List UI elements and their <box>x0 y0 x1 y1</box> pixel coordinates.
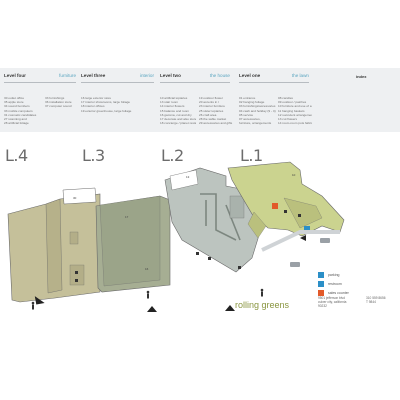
list-item: 08 candles <box>278 96 293 100</box>
list-item: 17 decorate and also store <box>160 117 196 122</box>
list-item: 18 concierge / planet restaurant <box>160 121 196 126</box>
level-4-floor[interactable]: 30 <box>7 187 101 303</box>
svg-text:30: 30 <box>73 196 77 200</box>
list-item: 12 succulent arrangements <box>278 112 312 117</box>
level-one-tag: the lawn <box>291 73 309 78</box>
divider <box>239 82 309 83</box>
list-item: 30 outlet office <box>4 96 25 100</box>
level-two-tag: the house <box>209 73 230 78</box>
store-floor-plan: 30 17 16 13 10 <box>7 161 345 312</box>
list-item: 27 scanning and <box>4 117 27 122</box>
divider <box>81 82 154 83</box>
level-three-tag: interior <box>139 73 154 78</box>
level-four-heading: Level four <box>4 73 26 78</box>
list-item: 15 balance and room <box>160 108 190 113</box>
list-item: 34 sound bombers <box>4 104 30 109</box>
divider <box>4 82 76 83</box>
list-item: 20 accents in / <box>199 100 219 105</box>
list-item: 35 apple store <box>4 100 24 105</box>
list-item: 13 stair room <box>160 100 179 105</box>
svg-text:16: 16 <box>145 267 149 271</box>
list-item: 14 room-room pots fabric <box>278 121 312 126</box>
parking-icon <box>318 272 324 278</box>
list-item: 10 artificial topiaries <box>160 96 188 100</box>
level-1-floor[interactable]: 10 <box>227 161 345 239</box>
level-three-heading: Level three <box>81 73 106 78</box>
list-item: furniture, arrangements <box>239 121 272 126</box>
legend-restroom: restroom <box>318 281 342 287</box>
list-item: 28 the sable market <box>199 117 227 122</box>
list-item: 26 craft area <box>199 112 217 117</box>
level-3-label: L.3 <box>82 146 105 165</box>
list-item: 37 computer sound <box>45 104 72 109</box>
legend-sales-counter: sales counter <box>318 290 349 296</box>
level-1-label: L.1 <box>240 146 263 165</box>
list-item: 36 installation store <box>45 100 72 105</box>
list-item: 04 cash and holiday (9 - 4) <box>239 108 276 113</box>
legend-parking: parking <box>318 272 339 278</box>
list-item: 10 furniture and use of a tree <box>278 104 312 109</box>
brand-logo-text: rolling greens <box>235 300 290 310</box>
level-2-floor[interactable]: 13 <box>164 167 261 273</box>
svg-text:10: 10 <box>292 173 296 177</box>
sales-counter-icon <box>318 290 324 296</box>
list-item: 03 furnishings/accessories <box>239 104 276 109</box>
restroom-icon <box>318 281 324 287</box>
list-item: 13 cut flowers <box>278 117 298 122</box>
list-item: 16 gamma, cut and dry <box>160 112 192 117</box>
list-item: 01 entrance <box>239 96 256 100</box>
list-item: 05 service <box>239 112 254 117</box>
list-item: 11 hanging baskets <box>278 108 305 113</box>
list-item: 17 interior showrooms, large foliage <box>81 100 131 105</box>
list-item: 18 interior offices <box>81 104 105 109</box>
list-item: 19 exterior greenhouse, large foliage <box>81 108 132 113</box>
list-item: 33 furnishings <box>45 96 65 100</box>
list-item: 33 mobile computers <box>4 108 33 113</box>
list-item: 16 large exterior store <box>81 96 112 100</box>
list-item: 29 accessories and gifts <box>199 121 233 126</box>
level-one-heading: Level one <box>239 73 261 78</box>
divider <box>160 82 230 83</box>
svg-text:13: 13 <box>186 175 190 179</box>
list-item: 23 interior furniture <box>199 104 225 109</box>
level-3-floor[interactable]: 17 16 <box>95 195 171 293</box>
level-4-label: L.4 <box>5 146 28 165</box>
level-four-tag: furniture <box>59 73 76 78</box>
list-item: 07 accessories, <box>239 117 261 122</box>
list-item: 28 artificial foliage <box>4 121 29 126</box>
list-item: 09 outdoor / patches <box>278 100 307 105</box>
list-item: 31 cosmetic candidates <box>4 112 37 117</box>
directory-panel <box>0 68 400 132</box>
index-label: index <box>356 74 367 79</box>
svg-text:17: 17 <box>125 215 129 219</box>
list-item: 25 sister topiaries <box>199 108 224 113</box>
level-2-label: L.2 <box>161 146 184 165</box>
list-item: 19 outdoor flower <box>199 96 223 100</box>
list-item: 14 interior flowers <box>160 104 185 109</box>
level-two-heading: Level two <box>160 73 181 78</box>
list-item: 02 hanging foliage <box>239 100 265 105</box>
